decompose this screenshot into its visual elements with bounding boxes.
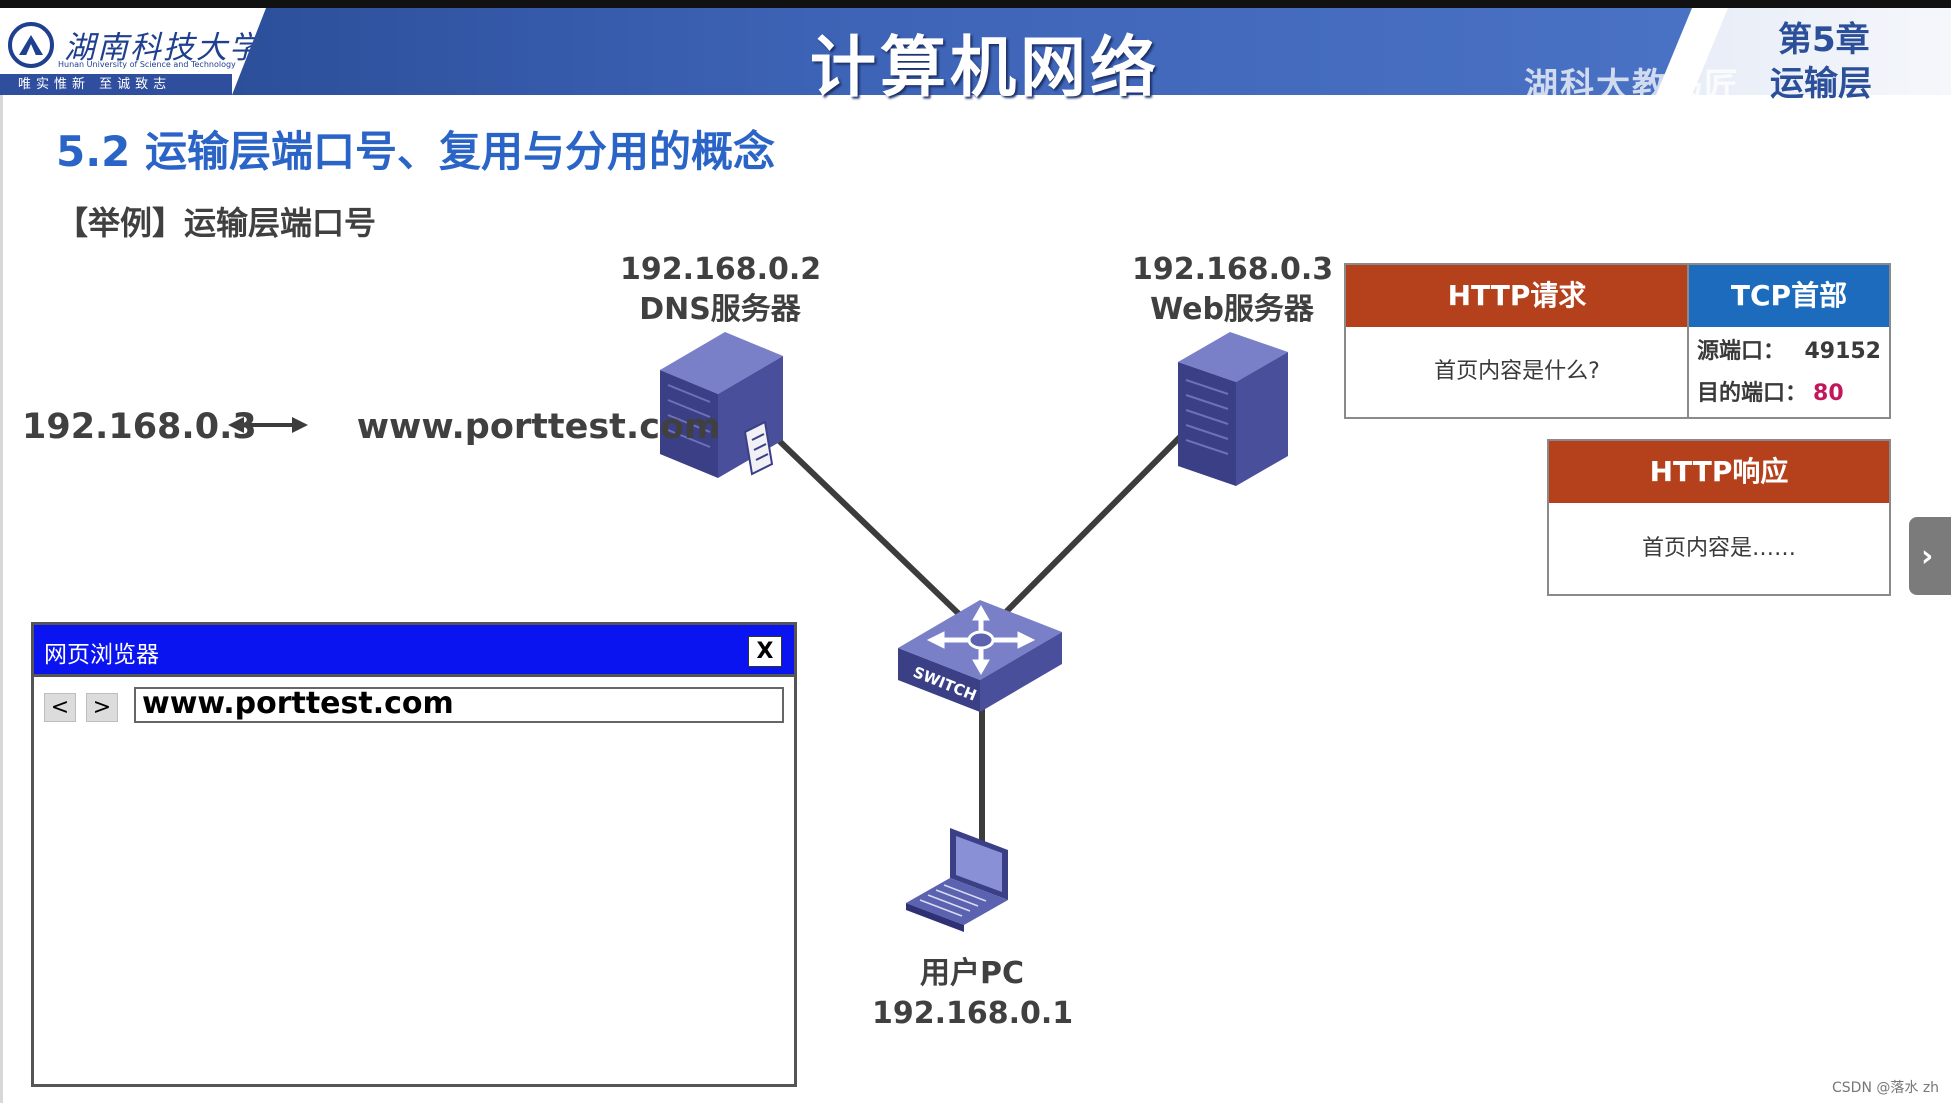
browser-url-input[interactable]: www.porttest.com: [134, 687, 784, 723]
university-motto: 唯实惟新 至诚致志: [0, 74, 232, 95]
tcp-header-box: TCP首部 源端口： 49152 目的端口： 80: [1687, 263, 1891, 419]
switch-icon: SWITCH: [898, 600, 1062, 712]
university-subname: Hunan University of Science and Technolo…: [58, 60, 236, 69]
browser-title: 网页浏览器: [44, 642, 159, 668]
university-emblem-icon: [8, 22, 54, 68]
header-banner: [232, 8, 1692, 95]
link-dns-switch: [767, 429, 963, 618]
http-request-box: HTTP请求 首页内容是什么?: [1344, 263, 1690, 419]
browser-titlebar[interactable]: 网页浏览器 X: [34, 625, 794, 677]
user-pc-label: 用户PC 192.168.0.1: [872, 954, 1074, 1034]
mapping-domain: www.porttest.com: [356, 407, 721, 447]
credit-text: CSDN @落水 zh: [1832, 1080, 1940, 1096]
web-server-icon: [1178, 332, 1288, 486]
slide-header: 湖南科技大学 Hunan University of Science and T…: [0, 0, 1951, 106]
left-edge-divider: [0, 95, 3, 1103]
browser-back-button[interactable]: <: [44, 693, 76, 722]
http-response-box: HTTP响应 首页内容是……: [1547, 439, 1891, 596]
web-server-label: 192.168.0.3 Web服务器: [1132, 250, 1334, 330]
next-slide-button[interactable]: ›: [1909, 517, 1951, 595]
tcp-header-title: TCP首部: [1689, 265, 1889, 327]
browser-window: 网页浏览器 X < > www.porttest.com: [31, 622, 797, 1087]
http-request-header: HTTP请求: [1346, 265, 1688, 327]
dns-server-label: 192.168.0.2 DNS服务器: [620, 250, 822, 330]
university-name: 湖南科技大学: [64, 30, 262, 66]
src-port-row: 源端口： 49152: [1689, 331, 1889, 373]
mapping-ip: 192.168.0.3: [22, 407, 257, 447]
dst-port-value: 80: [1813, 381, 1844, 406]
user-pc-name: 用户PC: [919, 956, 1024, 991]
link-web-switch: [1000, 429, 1188, 618]
chevron-right-icon: ›: [1921, 539, 1934, 574]
browser-close-button[interactable]: X: [748, 636, 782, 667]
src-port-value: 49152: [1804, 339, 1881, 364]
dns-server-icon: [660, 332, 783, 478]
dst-port-label: 目的端口：: [1697, 381, 1808, 406]
web-server-name: Web服务器: [1150, 292, 1314, 327]
http-response-body: 首页内容是……: [1641, 536, 1796, 561]
dns-server-ip: 192.168.0.2: [620, 252, 822, 287]
http-response-header: HTTP响应: [1549, 441, 1889, 503]
user-pc-ip: 192.168.0.1: [872, 996, 1074, 1031]
dns-server-name: DNS服务器: [639, 292, 801, 327]
double-arrow-icon: [228, 417, 308, 433]
http-request-body: 首页内容是什么?: [1434, 359, 1600, 384]
dst-port-row: 目的端口： 80: [1689, 373, 1889, 415]
chapter-name: 运输层: [1770, 64, 1872, 104]
course-title: 计算机网络: [810, 29, 1160, 106]
section-title: 5.2 运输层端口号、复用与分用的概念: [56, 127, 776, 176]
watermark: 湖科大教书匠: [1524, 66, 1740, 106]
chapter-panel: [1692, 8, 1951, 95]
chapter-number: 第5章: [1778, 20, 1870, 60]
laptop-icon: [906, 828, 1008, 932]
dns-mapping: 192.168.0.3 www.porttest.com: [22, 402, 720, 452]
web-server-ip: 192.168.0.3: [1132, 252, 1334, 287]
src-port-label: 源端口：: [1697, 339, 1786, 364]
example-title: 【举例】运输层端口号: [56, 204, 377, 242]
header-top-border: [0, 0, 1951, 8]
browser-forward-button[interactable]: >: [86, 693, 118, 722]
